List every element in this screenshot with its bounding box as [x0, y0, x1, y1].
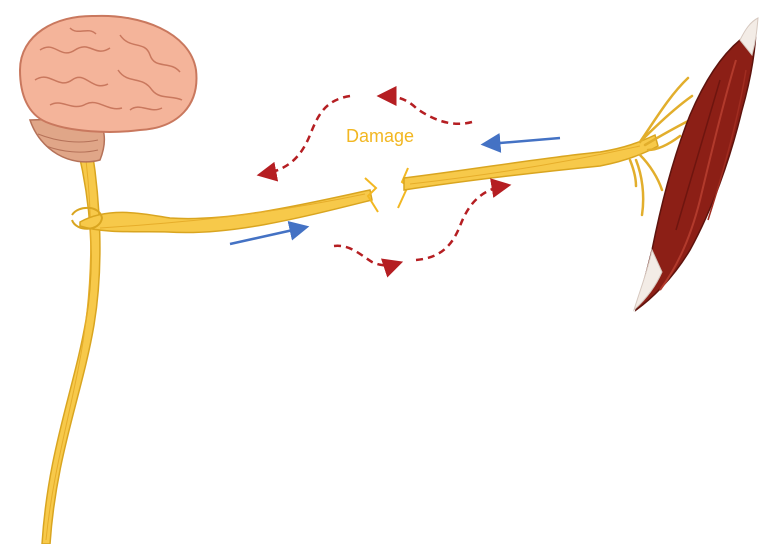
brain-icon — [20, 16, 196, 162]
muscle-icon — [634, 18, 758, 310]
efferent-arrow — [230, 228, 302, 244]
damage-gap — [365, 168, 408, 212]
degeneration-arrow-top-right — [384, 96, 472, 124]
degeneration-arrow-top-left — [264, 96, 350, 174]
degeneration-arrow-bottom-right — [416, 186, 504, 260]
afferent-arrow — [488, 138, 560, 144]
degeneration-arrow-bottom-left — [334, 246, 396, 266]
signal-arrows — [230, 138, 560, 244]
nerve-proximal-segment — [72, 190, 372, 233]
nerve-distal-segment — [404, 135, 658, 190]
damage-label: Damage — [346, 126, 414, 146]
